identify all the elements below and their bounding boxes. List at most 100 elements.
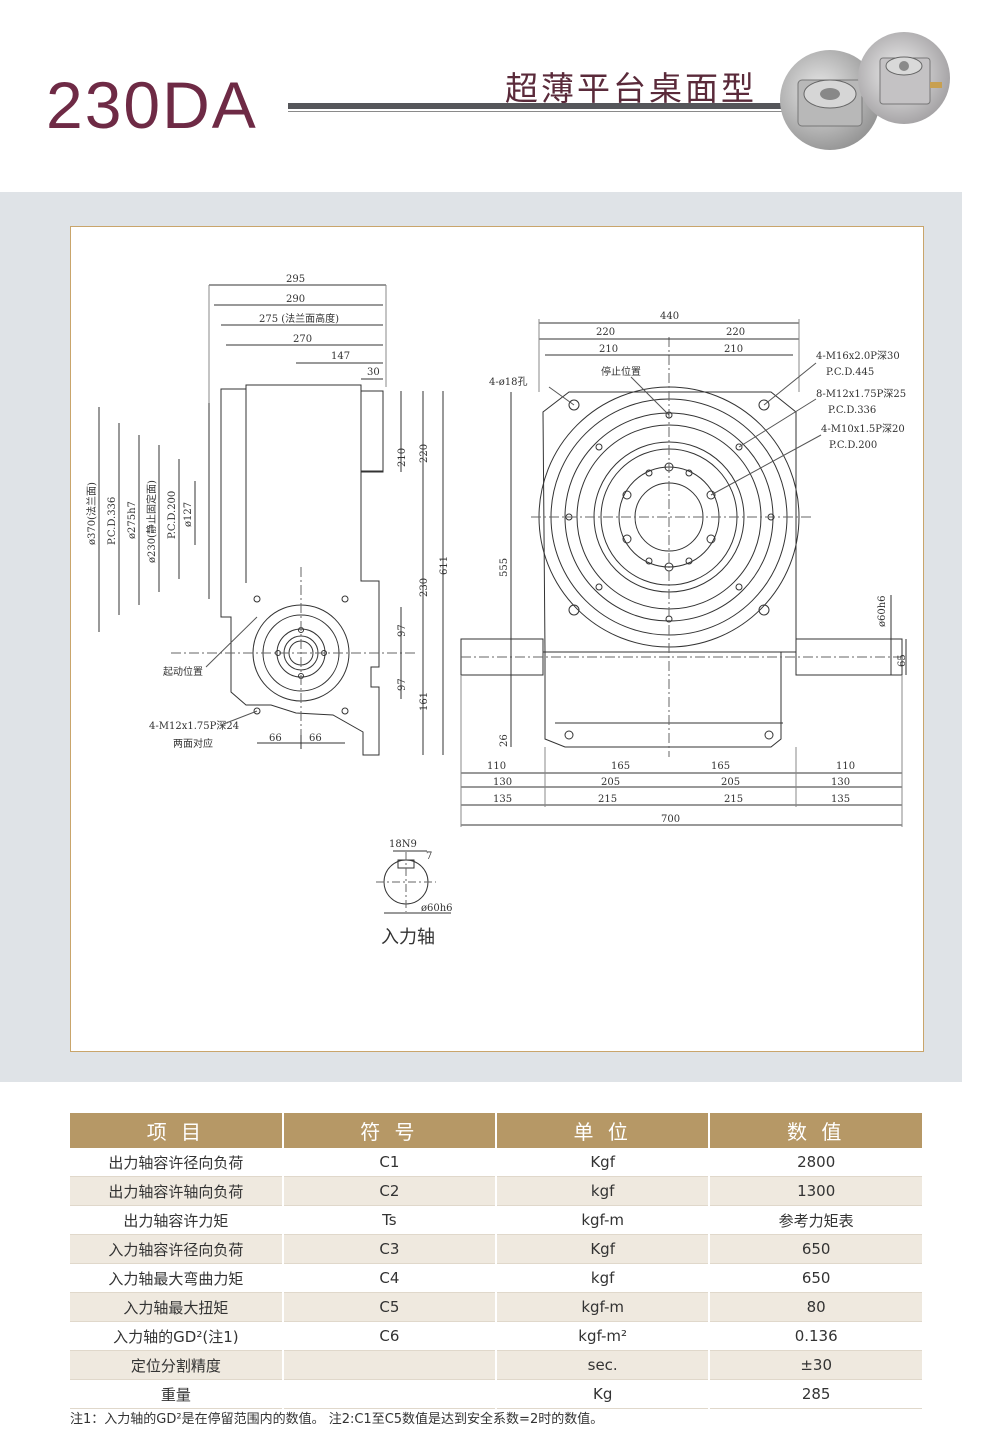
cell-value: 80 [709, 1292, 922, 1322]
table-row: 定位分割精度 sec. ±30 [70, 1350, 922, 1380]
dim-230-static: ø230(静止固定面) [145, 480, 158, 563]
cell-unit: Kgf [495, 1234, 711, 1264]
dim-66-a: 66 [269, 733, 282, 744]
title-rule-thin [288, 111, 808, 112]
cell-symbol [282, 1350, 497, 1380]
table-header-row: 项 目 符 号 单 位 数 值 [70, 1113, 922, 1148]
dim-165-left: 165 [611, 761, 630, 772]
label-start-position: 起动位置 [163, 665, 203, 678]
side-view [98, 284, 444, 756]
dim-220-left: 220 [596, 327, 615, 338]
cell-unit: kgf [495, 1176, 711, 1206]
dim-110-right: 110 [836, 761, 855, 772]
cell-value: 0.136 [709, 1321, 922, 1351]
cell-value: ±30 [709, 1350, 922, 1380]
dim-295: 295 [286, 274, 305, 285]
dim-165-right: 165 [711, 761, 730, 772]
technical-drawing: 295 290 275 (法兰面高度) 270 147 30 210 220 6… [85, 274, 908, 948]
dim-215-left: 215 [598, 794, 617, 805]
dim-205-left: 205 [601, 777, 620, 788]
label-m12: 8-M12x1.75P深25 [816, 388, 906, 400]
cell-item: 出力轴容许力矩 [70, 1205, 284, 1235]
label-pcd200: P.C.D.200 [829, 440, 877, 451]
dim-147: 147 [331, 351, 350, 362]
input-shaft-section [376, 850, 451, 914]
dim-135-left: 135 [493, 794, 512, 805]
table-row: 入力轴容许径向负荷 C3 Kgf 650 [70, 1234, 922, 1264]
cell-item: 出力轴容许轴向负荷 [70, 1176, 284, 1206]
cell-symbol: Ts [282, 1205, 497, 1235]
dim-210-right: 210 [724, 344, 743, 355]
spec-table: 项 目 符 号 单 位 数 值 出力轴容许径向负荷 C1 Kgf 2800 出力… [70, 1113, 922, 1409]
dim-230: 230 [419, 578, 430, 597]
dim-pcd336-side: P.C.D.336 [107, 497, 118, 545]
table-row: 出力轴容许径向负荷 C1 Kgf 2800 [70, 1148, 922, 1177]
label-shaft-dia: ø60h6 [421, 903, 453, 914]
dim-66-b: 66 [309, 733, 322, 744]
cell-item: 入力轴容许径向负荷 [70, 1234, 284, 1264]
drawing-frame: 295 290 275 (法兰面高度) 270 147 30 210 220 6… [70, 226, 924, 1052]
cell-item: 出力轴容许径向负荷 [70, 1148, 284, 1177]
header-unit: 单 位 [495, 1113, 711, 1148]
dim-290: 290 [286, 294, 305, 305]
dim-210-left: 210 [599, 344, 618, 355]
cell-item: 重量 [70, 1379, 284, 1409]
cell-symbol: C5 [282, 1292, 497, 1322]
dim-130-right: 130 [831, 777, 850, 788]
subtitle: 超薄平台桌面型 [505, 69, 757, 108]
header-symbol: 符 号 [282, 1113, 497, 1148]
label-shaft60: ø60h6 [877, 595, 888, 627]
cell-value: 650 [709, 1263, 922, 1293]
dim-611: 611 [439, 556, 450, 575]
dim-130-left: 130 [493, 777, 512, 788]
cell-unit: kgf-m² [495, 1321, 711, 1351]
dim-270: 270 [293, 334, 312, 345]
label-m16: 4-M16x2.0P深30 [816, 350, 900, 362]
model-title: 230DA [46, 68, 258, 142]
label-pcd336: P.C.D.336 [828, 405, 876, 416]
cell-symbol [282, 1379, 497, 1409]
dim-215-right: 215 [724, 794, 743, 805]
front-view [460, 319, 907, 827]
table-row: 入力轴的GD²(注1) C6 kgf-m² 0.136 [70, 1321, 922, 1351]
dim-275h7: ø275h7 [127, 501, 138, 539]
dim-370: ø370(法兰面) [85, 482, 98, 545]
cell-value: 285 [709, 1379, 922, 1409]
dim-161: 161 [419, 692, 430, 711]
cell-value: 650 [709, 1234, 922, 1264]
cell-unit: sec. [495, 1350, 711, 1380]
label-input-shaft: 入力轴 [381, 927, 435, 948]
label-shaft65: 65 [897, 654, 908, 667]
table-row: 入力轴最大弯曲力矩 C4 kgf 650 [70, 1263, 922, 1293]
cell-item: 入力轴最大扭矩 [70, 1292, 284, 1322]
cell-value: 参考力矩表 [709, 1205, 922, 1235]
cell-value: 1300 [709, 1176, 922, 1206]
table-row: 入力轴最大扭矩 C5 kgf-m 80 [70, 1292, 922, 1322]
table-row: 出力轴容许轴向负荷 C2 kgf 1300 [70, 1176, 922, 1206]
header-value: 数 值 [709, 1113, 922, 1148]
label-m10: 4-M10x1.5P深20 [821, 423, 905, 435]
table-row: 出力轴容许力矩 Ts kgf-m 参考力矩表 [70, 1205, 922, 1235]
cell-unit: kgf-m [495, 1205, 711, 1235]
header-item: 项 目 [70, 1113, 284, 1148]
cell-symbol: C6 [282, 1321, 497, 1351]
dim-220-right: 220 [726, 327, 745, 338]
label-pcd445: P.C.D.445 [826, 367, 874, 378]
dim-220: 220 [419, 444, 430, 463]
cell-item: 定位分割精度 [70, 1350, 284, 1380]
dim-205-right: 205 [721, 777, 740, 788]
cell-unit: kgf [495, 1263, 711, 1293]
cell-symbol: C2 [282, 1176, 497, 1206]
label-keyway: 18N9 [389, 839, 417, 850]
cell-item: 入力轴的GD²(注1) [70, 1321, 284, 1351]
dim-97-a: 97 [397, 624, 408, 637]
dim-555: 555 [499, 558, 510, 577]
dim-700: 700 [661, 814, 680, 825]
dim-pcd200-side: P.C.D.200 [167, 491, 178, 539]
footnote: 注1：入力轴的GD²是在停留范围内的数值。 注2:C1至C5数值是达到安全系数=… [70, 1412, 604, 1427]
cell-value: 2800 [709, 1148, 922, 1177]
label-stop-position: 停止位置 [601, 365, 641, 378]
dim-30: 30 [367, 367, 380, 378]
cell-unit: Kg [495, 1379, 711, 1409]
dim-26: 26 [499, 734, 510, 747]
